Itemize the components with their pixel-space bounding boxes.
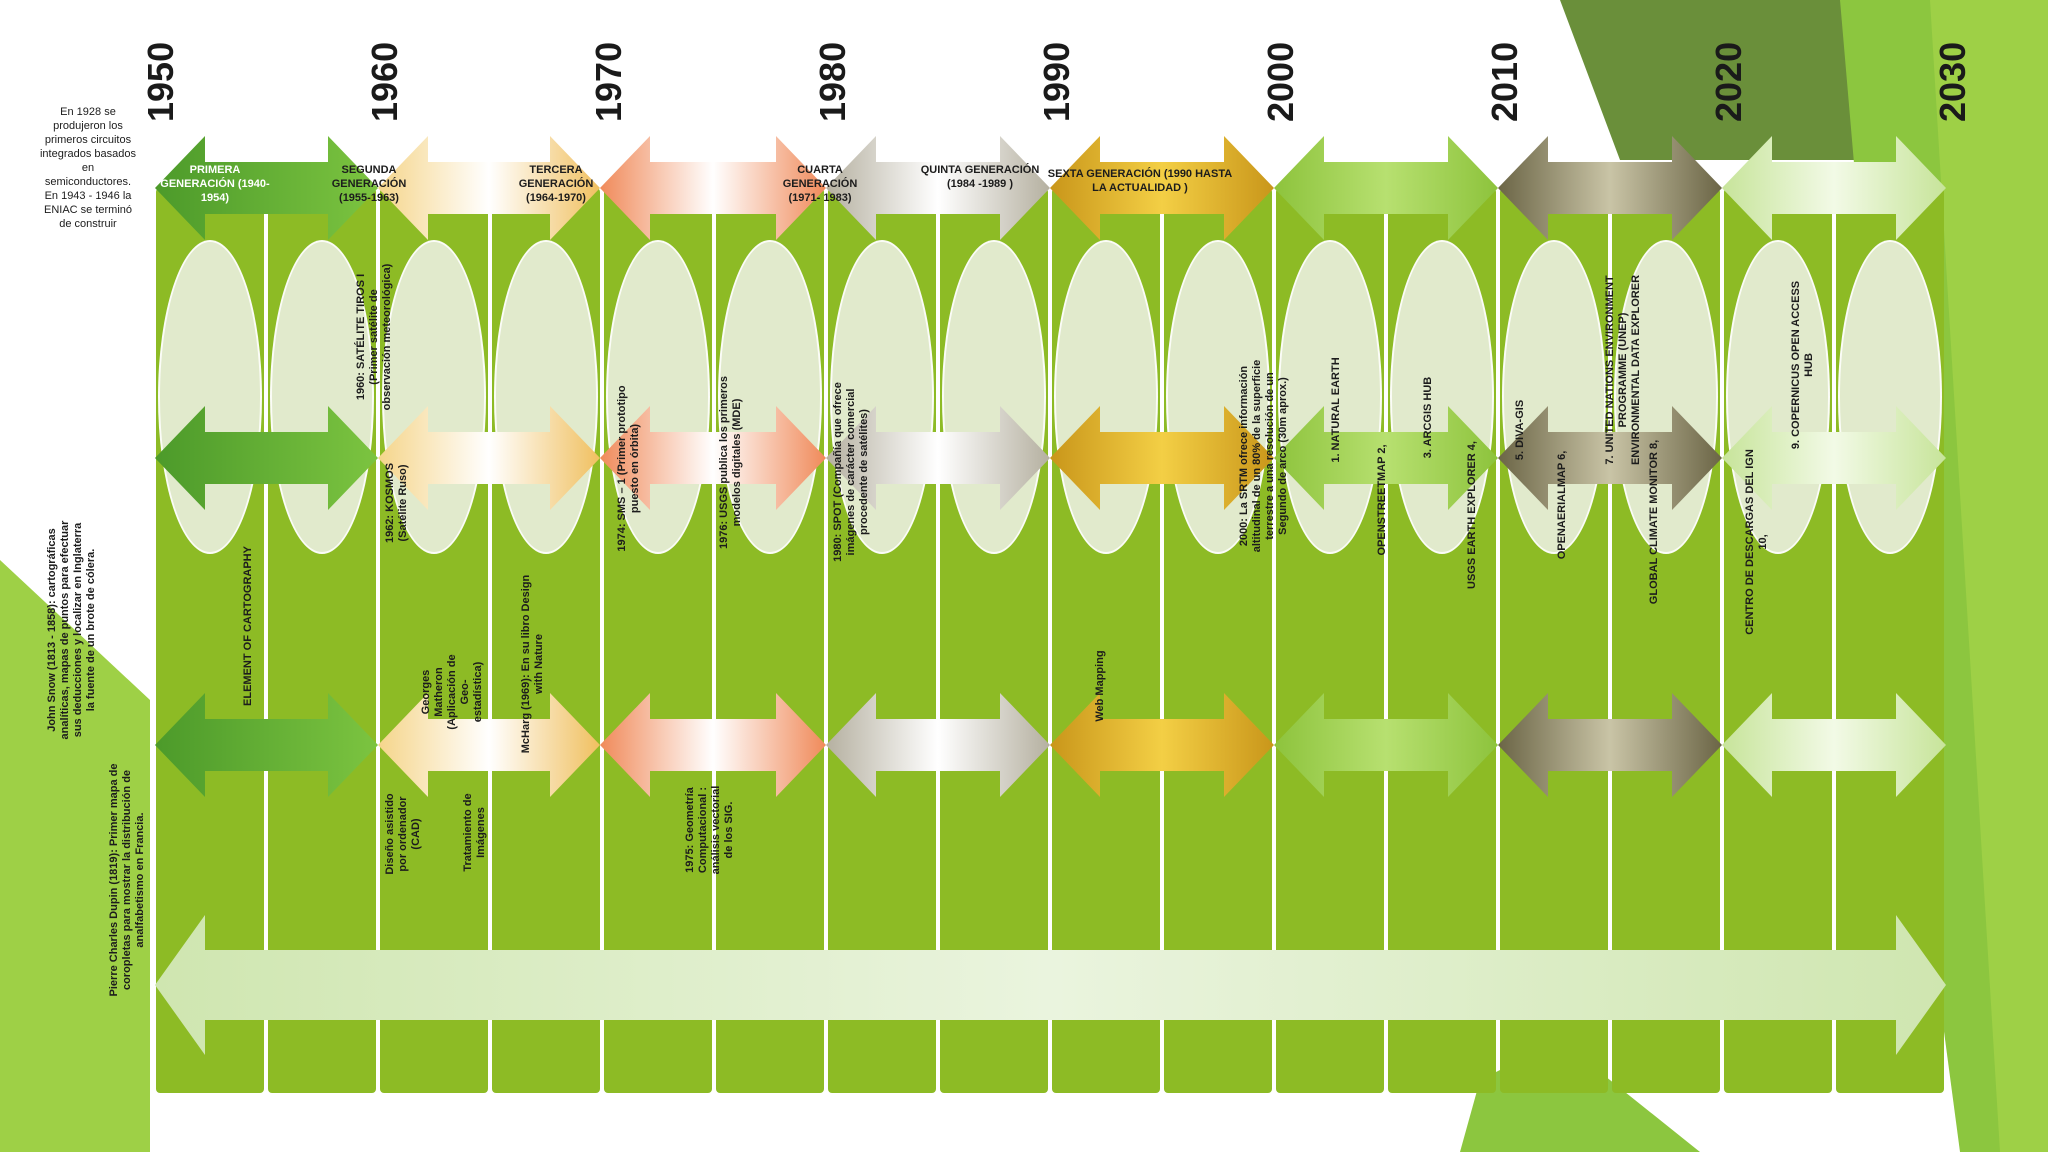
timeline-arrow	[378, 406, 600, 510]
event-matheron: Georges Matheron (Aplicación de Geo-esta…	[420, 654, 484, 730]
timeline-oval	[1838, 240, 1942, 554]
timeline-arrow	[1722, 136, 1946, 240]
timeline-arrow	[1050, 693, 1274, 797]
timeline-oval	[158, 240, 262, 554]
event-arcgis: 3. ARCGIS HUB	[1422, 376, 1434, 459]
timeline-arrow	[600, 693, 826, 797]
timeline-oval	[1614, 240, 1718, 554]
timeline-oval	[270, 240, 374, 554]
timeline-arrow	[1050, 406, 1274, 510]
event-srtm: 2000: La SRTM ofrece información altitud…	[1238, 359, 1289, 553]
timeline-oval	[1726, 240, 1830, 554]
year-2020: 2020	[1708, 41, 1749, 122]
event-openaerialmap: OPENAERIALMAP 6,	[1556, 450, 1568, 560]
timeline-arrow	[1050, 136, 1274, 240]
timeline-arrow	[1498, 693, 1722, 797]
event-usgs-explorer: USGS EARTH EXPLORER 4,	[1466, 441, 1478, 589]
generation-2: SEGUNDA GENERACIÓN (1955-1963)	[331, 164, 407, 204]
timeline-arrow	[826, 693, 1050, 797]
event-imagenes: Tratamiento de Imágenes	[462, 793, 487, 872]
event-unep: 7. UNITED NATIONS ENVIRONMENT PROGRAMME …	[1604, 274, 1642, 466]
generation-4: CUARTA GENERACIÓN (1971- 1983)	[782, 164, 858, 204]
year-1950: 1950	[140, 41, 181, 122]
year-1990: 1990	[1036, 41, 1077, 122]
timeline-arrow	[378, 136, 600, 240]
event-kosmos: 1962: KOSMOS (Satélite Ruso)	[384, 462, 409, 544]
timeline-oval	[1502, 240, 1606, 554]
timeline-oval	[830, 240, 934, 554]
event-mcharg: McHarg (1969): En su libro Design with N…	[520, 574, 545, 754]
timeline-arrow	[378, 693, 600, 797]
year-1970: 1970	[588, 41, 629, 122]
event-copernicus: 9. COPERNICUS OPEN ACCESS HUB	[1790, 280, 1815, 450]
event-spot: 1980: SPOT (Compañía que ofrece imágenes…	[832, 382, 870, 562]
timeline-oval	[1278, 240, 1382, 554]
event-cad: Diseño asistido por ordenador (CAD)	[384, 793, 422, 875]
timeline-oval	[494, 240, 598, 554]
timeline-arrow	[1274, 693, 1498, 797]
year-1960: 1960	[364, 41, 405, 122]
year-1980: 1980	[812, 41, 853, 122]
generation-6: SEXTA GENERACIÓN (1990 HASTA LA ACTUALID…	[1047, 168, 1233, 194]
timeline-arrow	[155, 406, 378, 510]
event-geometria: 1975: Geometría Computacional : análisis…	[684, 785, 735, 875]
timeline-oval	[1054, 240, 1158, 554]
side-note-snow: John Snow (1813 - 1858): cartográficas a…	[46, 520, 97, 740]
year-2030: 2030	[1932, 41, 1973, 122]
timeline-arrow	[155, 693, 378, 797]
side-note-dupin: Pierre Charles Dupin (1819): Primer mapa…	[108, 763, 146, 997]
timeline-arrow	[1722, 406, 1946, 510]
timeline-oval	[942, 240, 1046, 554]
timeline-arrow	[1274, 136, 1498, 240]
event-gcm: GLOBAL CLIMATE MONITOR 8,	[1648, 439, 1660, 605]
timeline-oval	[1390, 240, 1494, 554]
generation-1: PRIMERA GENERACIÓN (1940- 1954)	[160, 164, 270, 204]
event-openstreetmap: OPENSTREETMAP 2,	[1376, 444, 1388, 556]
timeline-arrow	[600, 136, 826, 240]
timeline-arrow	[155, 915, 1946, 1055]
timeline-arrow	[1498, 406, 1722, 510]
year-2010: 2010	[1484, 41, 1525, 122]
event-natural-earth: 1. NATURAL EARTH	[1330, 357, 1342, 463]
event-web-mapping: Web Mapping	[1094, 650, 1106, 722]
event-element-cartography: ELEMENT OF CARTOGRAPHY	[242, 546, 254, 706]
intro-note: En 1928 se produjeron los primeros circu…	[39, 106, 136, 230]
timeline-arrow	[1498, 136, 1722, 240]
timeline-oval	[606, 240, 710, 554]
timeline-arrow	[155, 136, 378, 240]
timeline-oval	[718, 240, 822, 554]
event-diva: 5. DIVA-GIS	[1514, 399, 1526, 461]
event-sms: 1974: SMS – 1 (Primer prototipo puesto e…	[616, 385, 641, 552]
generation-5: QUINTA GENERACIÓN (1984 -1989 )	[920, 164, 1040, 190]
timeline-arrow	[1274, 406, 1498, 510]
event-usgs-mde: 1976: USGS publica los primeros modelos …	[718, 376, 743, 550]
timeline-oval	[382, 240, 486, 554]
timeline-oval	[1166, 240, 1270, 554]
year-2000: 2000	[1260, 41, 1301, 122]
timeline-arrow	[826, 136, 1050, 240]
event-ign: CENTRO DE DESCARGAS DEL IGN 10,	[1744, 449, 1769, 635]
generation-3: TERCERA GENERACIÓN (1964-1970)	[518, 164, 594, 204]
timeline-arrow	[600, 406, 826, 510]
event-tiros: 1960: SATÉLITE TIROS I (Primer satélite …	[355, 263, 393, 411]
timeline-arrow	[826, 406, 1050, 510]
timeline-arrow	[1722, 693, 1946, 797]
